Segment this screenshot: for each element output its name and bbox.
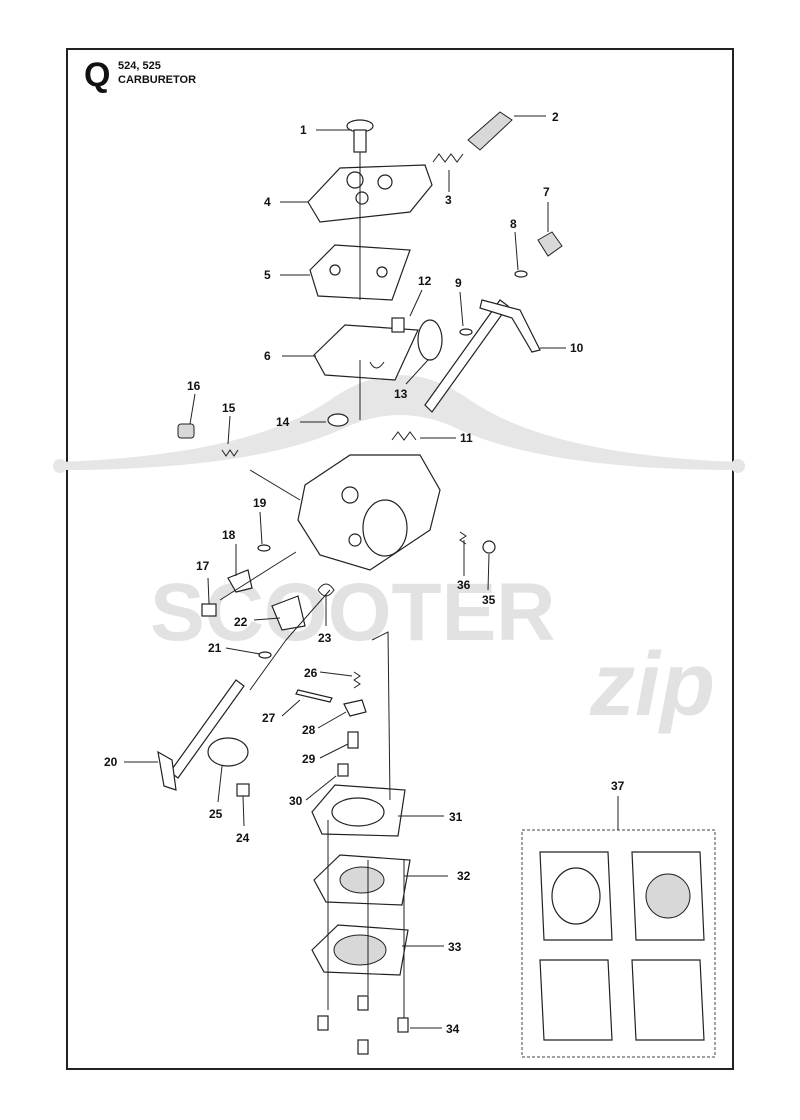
callout-15: 15 (222, 401, 236, 415)
callout-11: 11 (460, 431, 473, 445)
callout-24: 24 (236, 831, 250, 845)
part-31-gasket (311, 784, 406, 837)
part-12-screw (391, 317, 405, 333)
callout-34: 34 (446, 1022, 460, 1036)
callout-12: 12 (418, 274, 432, 288)
callout-16: 16 (187, 379, 201, 393)
part-9-clip (459, 328, 473, 336)
callouts: 1 2 3 4 5 6 7 8 9 10 11 12 13 14 15 16 1… (104, 110, 625, 1036)
callout-36: 36 (457, 578, 471, 592)
model-numbers: 524, 525 (118, 60, 161, 72)
part-18-lever (227, 569, 253, 593)
callout-8: 8 (510, 217, 517, 231)
callout-20: 20 (104, 755, 118, 769)
part-36-spring (459, 531, 467, 545)
part-3-spring (432, 153, 464, 163)
part-8-washer (514, 270, 528, 278)
callout-22: 22 (234, 615, 248, 629)
callout-35: 35 (482, 593, 496, 607)
part-4-pump-cover (307, 164, 433, 223)
part-23-spring (317, 583, 335, 597)
callout-23: 23 (318, 631, 332, 645)
part-7-plug (537, 231, 563, 257)
callout-6: 6 (264, 349, 271, 363)
callout-7: 7 (543, 185, 550, 199)
part-37-gasket-kit (521, 829, 716, 1058)
callout-9: 9 (455, 276, 462, 290)
callout-37: 37 (611, 779, 625, 793)
diagram-frame (66, 48, 734, 1070)
part-6-diaphragm (313, 324, 419, 381)
part-20-choke-shaft (157, 679, 245, 791)
callout-13: 13 (394, 387, 408, 401)
watermark: SCOOTER zip (53, 375, 745, 735)
part-25-choke-valve (207, 737, 249, 767)
part-22-lever (271, 595, 306, 631)
part-2-inlet-needle (467, 111, 513, 151)
part-32-diaphragm (313, 854, 411, 906)
part-13-throttle-valve (417, 319, 443, 361)
part-21-washer (258, 651, 272, 659)
part-28-lever (343, 699, 367, 717)
part-16-plug (177, 423, 195, 439)
part-35-ball (482, 540, 496, 554)
callout-26: 26 (304, 666, 318, 680)
part-10-throttle-shaft (424, 299, 541, 413)
part-14-ring (327, 413, 349, 427)
callout-2: 2 (552, 110, 559, 124)
part-24-screw (236, 783, 250, 797)
callout-29: 29 (302, 752, 316, 766)
callout-28: 28 (302, 723, 316, 737)
callout-17: 17 (196, 559, 210, 573)
callout-4: 4 (264, 195, 271, 209)
callout-19: 19 (253, 496, 267, 510)
part-1-screw (346, 119, 374, 153)
part-17-screw (201, 603, 217, 617)
part-carburetor-body (297, 454, 441, 571)
callout-25: 25 (209, 807, 223, 821)
callout-14: 14 (276, 415, 290, 429)
callout-31: 31 (449, 810, 463, 824)
callout-27: 27 (262, 711, 276, 725)
part-15-spring (221, 449, 239, 457)
callout-33: 33 (448, 940, 462, 954)
callout-18: 18 (222, 528, 236, 542)
callout-5: 5 (264, 268, 271, 282)
part-33-cover (311, 924, 409, 976)
watermark-script: zip (589, 635, 715, 735)
part-34-screws (317, 995, 409, 1055)
section-letter: Q (84, 56, 111, 94)
part-26-spring (353, 671, 361, 689)
callout-32: 32 (457, 869, 471, 883)
part-30-screw (337, 763, 349, 777)
part-29-needle (347, 731, 359, 749)
callout-21: 21 (208, 641, 222, 655)
part-11-spring (391, 431, 417, 441)
callout-1: 1 (300, 123, 307, 137)
part-19-clip (257, 544, 271, 552)
leader-lines (124, 115, 619, 1029)
callout-10: 10 (570, 341, 584, 355)
section-title: CARBURETOR (118, 74, 197, 86)
callout-30: 30 (289, 794, 303, 808)
callout-3: 3 (445, 193, 452, 207)
part-27-pin (295, 689, 333, 703)
